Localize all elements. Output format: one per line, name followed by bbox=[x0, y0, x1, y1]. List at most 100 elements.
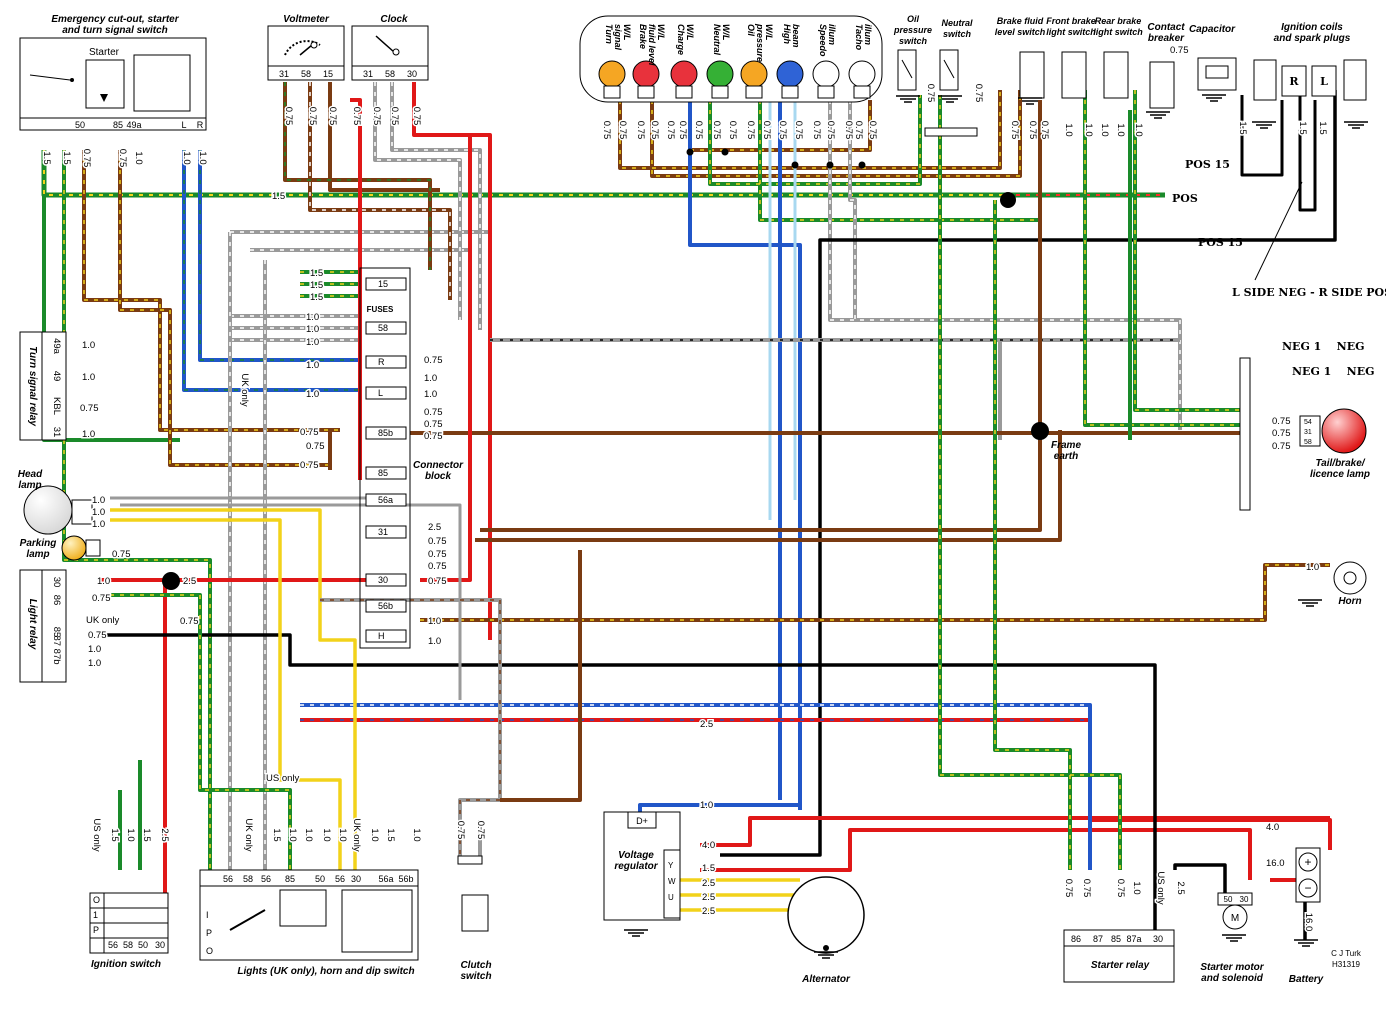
wire-size-label: 1.0 bbox=[1083, 123, 1094, 136]
tail-lamp bbox=[1239, 357, 1367, 511]
wire-size-label: 0.75 bbox=[777, 121, 788, 140]
wire-size-label: 1.0 bbox=[1133, 123, 1144, 136]
wire-size-label: 1.0 bbox=[306, 312, 319, 323]
ground-icon bbox=[814, 951, 838, 959]
ground-icon bbox=[1222, 934, 1246, 942]
wire-size-label: 1.0 bbox=[82, 340, 95, 351]
voltmeter-terminals: 31 58 15 bbox=[279, 69, 333, 79]
wire-size-label: 0.75 bbox=[925, 84, 936, 103]
wire-size-label: 1.0 bbox=[424, 389, 437, 400]
wire-size-label: 0.75 bbox=[711, 121, 722, 140]
ground-icon bbox=[1344, 121, 1368, 129]
wire-size-label: 1.0 bbox=[700, 800, 713, 811]
warning-lamp: Highbeam bbox=[776, 24, 804, 99]
ground-icon bbox=[938, 95, 962, 103]
wire-harness bbox=[41, 82, 1337, 940]
wire-size-label: 1.5 bbox=[310, 280, 323, 291]
wire-black-coils bbox=[1240, 95, 1317, 212]
wire-size-label: 1.0 bbox=[1099, 123, 1110, 136]
turn-relay-title: Turn signal relay bbox=[27, 346, 38, 426]
clock bbox=[351, 25, 429, 81]
warning-lamp-label: Speedoillum bbox=[818, 24, 837, 57]
wire-brown-horn bbox=[420, 563, 1330, 622]
starter-relay-terminal: 30 bbox=[1153, 934, 1163, 944]
regulator-terminal: Y bbox=[668, 861, 674, 870]
connector-row-label: R bbox=[378, 357, 385, 367]
starter-relay-title: Starter relay bbox=[1091, 960, 1150, 971]
wire-size-label: 1.5 bbox=[1297, 121, 1308, 134]
connector-row-label: 56a bbox=[378, 495, 393, 505]
ignition-terminal: 50 bbox=[138, 940, 148, 950]
wire-size-label: 1.0 bbox=[303, 828, 314, 841]
lights-position: P bbox=[206, 928, 212, 938]
voltmeter-terminal: 58 bbox=[301, 69, 311, 79]
svg-text:−: − bbox=[1304, 881, 1311, 895]
wire-size-label: 0.75 bbox=[300, 460, 319, 471]
warning-lamp: NeutralW/L bbox=[706, 24, 734, 99]
wire-size-label: 0.75 bbox=[617, 121, 628, 140]
wire-size-label: US only bbox=[266, 773, 300, 784]
note-side: L SIDE NEG - R SIDE POS bbox=[1232, 286, 1386, 299]
wire-size-label: 0.75 bbox=[635, 121, 646, 140]
wire-size-label: 0.75 bbox=[306, 441, 325, 452]
alternator-title: Alternator bbox=[801, 974, 851, 985]
voltmeter bbox=[267, 25, 345, 81]
lights-terminal: 30 bbox=[351, 874, 361, 884]
wire-size-label: 1.0 bbox=[306, 324, 319, 335]
motor-terminal: 30 bbox=[1240, 895, 1249, 904]
warning-lamp-label: OilpressureW/L bbox=[746, 23, 774, 62]
wire-size-label: 0.75 bbox=[283, 107, 294, 126]
voltmeter-terminal: 31 bbox=[279, 69, 289, 79]
wire-size-label: 0.75 bbox=[745, 121, 756, 140]
warning-lamp: ChargeW/L bbox=[670, 24, 698, 99]
wire-size-label: 0.75 bbox=[1063, 879, 1074, 898]
voltmeter-terminal: 15 bbox=[323, 69, 333, 79]
svg-text:L: L bbox=[1320, 75, 1328, 88]
wire-lamp-white bbox=[768, 100, 797, 520]
wire-size-label: 0.75 bbox=[428, 561, 447, 572]
wire-size-label: 0.75 bbox=[825, 121, 836, 140]
wire-size-label: 0.75 bbox=[180, 616, 199, 627]
lights-terminal: 58 bbox=[243, 874, 253, 884]
ignition-terminal: 58 bbox=[123, 940, 133, 950]
wire-size-label: 0.75 bbox=[428, 549, 447, 560]
wire-size-label: 1.0 bbox=[306, 389, 319, 400]
wire-size-label: 1.0 bbox=[82, 429, 95, 440]
wire-size-label: 0.75 bbox=[351, 107, 362, 126]
wire-size-label: 1.5 bbox=[1317, 121, 1328, 134]
lights-terminal: 56 bbox=[335, 874, 345, 884]
wire-size-label: 0.75 bbox=[371, 107, 382, 126]
regulator-terminal: W bbox=[668, 877, 676, 886]
wire-size-label: 0.75 bbox=[428, 576, 447, 587]
turn-relay-terminal: 49 bbox=[51, 371, 62, 382]
ignition-switch bbox=[89, 892, 169, 954]
connector-row-label: 30 bbox=[378, 575, 388, 585]
wire-lamp-blue bbox=[688, 100, 802, 810]
lights-position: I bbox=[206, 910, 209, 920]
clock-terminal: 31 bbox=[363, 69, 373, 79]
wire-size-label: 0.75 bbox=[455, 821, 466, 840]
starter-relay bbox=[1063, 929, 1175, 983]
wire-size-label: 0.75 bbox=[300, 427, 319, 438]
emergency-terminal: L bbox=[181, 120, 186, 130]
wire-size-label: 1.0 bbox=[97, 576, 110, 587]
wire-size-label: 1.5 bbox=[272, 191, 285, 202]
wire-size-label: 1.0 bbox=[428, 636, 441, 647]
wire-size-label: 1.0 bbox=[88, 644, 101, 655]
wire-size-label: 2.5 bbox=[702, 878, 715, 889]
fuses-title: FUSES bbox=[367, 305, 394, 314]
wire-size-label: 1.0 bbox=[197, 151, 208, 164]
lights-terminal: 56b bbox=[398, 874, 413, 884]
tail-lamp-terminal: 31 bbox=[1304, 429, 1312, 436]
wire-size-label: 0.75 bbox=[475, 821, 486, 840]
wire-size-label: 1.5 bbox=[385, 828, 396, 841]
